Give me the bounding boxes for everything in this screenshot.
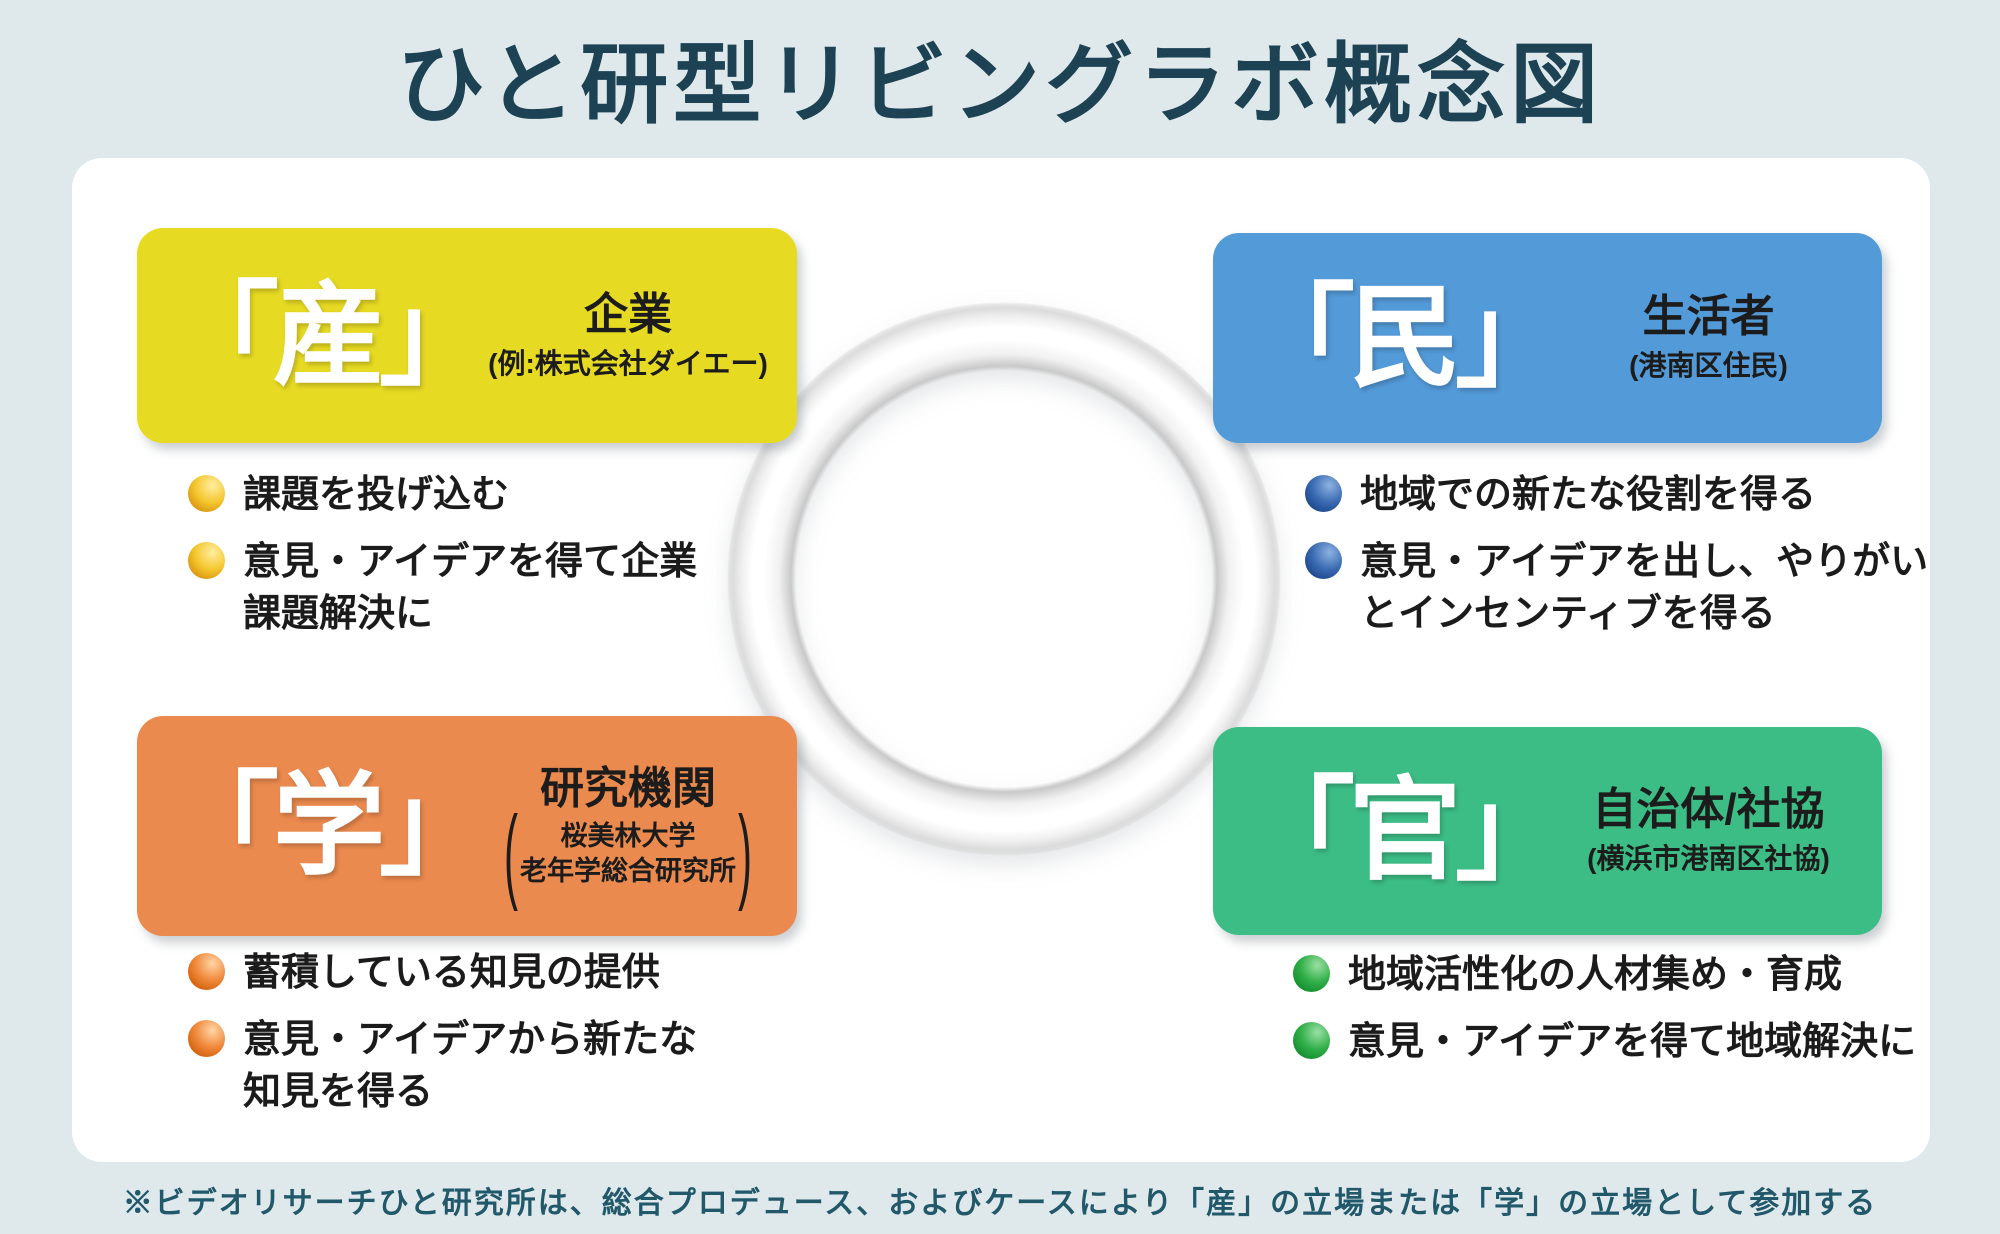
green-sphere-bullet-icon — [1293, 955, 1330, 992]
yellow-sphere-bullet-icon — [188, 542, 225, 580]
quadrant-san-info: 企業 (例:株式会社ダイエー) — [485, 289, 771, 381]
quadrant-kan-example: (横浜市港南区社協) — [1587, 843, 1830, 875]
orange-sphere-bullet-icon — [188, 953, 225, 990]
page-title: ひと研型リビングラボ概念図 — [396, 35, 1604, 134]
quadrant-san-box: 「産」 企業 (例:株式会社ダイエー) — [137, 228, 797, 443]
bullet-text: 意見・アイデアから新たな 知見を得る — [243, 1019, 698, 1113]
green-sphere-bullet-icon — [1293, 1022, 1330, 1060]
quadrant-gaku-role: 研究機関 — [540, 763, 716, 813]
list-item: 地域での新たな役割を得る — [1305, 470, 1970, 521]
quadrant-kan-kanji: 「官」 — [1243, 768, 1567, 893]
quadrant-gaku-kanji: 「学」 — [167, 763, 491, 888]
list-item: 蓄積している知見の提供 — [188, 948, 808, 999]
quadrant-kan-box: 「官」 自治体/社協 (横浜市港南区社協) — [1213, 727, 1882, 935]
list-item: 意見・アイデアを得て地域解決に — [1293, 1017, 1983, 1068]
cycle-ring-icon — [727, 302, 1281, 856]
quadrant-kan-bullet-list: 地域活性化の人材集め・育成 意見・アイデアを得て地域解決に — [1293, 950, 1983, 1069]
quadrant-gaku-box: 「学」 研究機関 ( 桜美林大学 老年学総合研究所 ) — [137, 716, 797, 936]
orange-sphere-bullet-icon — [188, 1020, 225, 1058]
list-item: 地域活性化の人材集め・育成 — [1293, 950, 1983, 1001]
quadrant-gaku-bullet-list: 蓄積している知見の提供 意見・アイデアから新たな 知見を得る — [188, 948, 808, 1118]
quadrant-min-example: (港南区住民) — [1629, 350, 1788, 382]
blue-sphere-bullet-icon — [1305, 542, 1342, 580]
quadrant-gaku-example: ( 桜美林大学 老年学総合研究所 ) — [504, 800, 752, 905]
quadrant-kan-role: 自治体/社協 — [1592, 785, 1825, 834]
yellow-sphere-bullet-icon — [188, 475, 225, 512]
list-item: 課題を投げ込む — [188, 470, 808, 521]
bullet-text: 地域での新たな役割を得る — [1360, 474, 1817, 516]
example-line: 老年学総合研究所 — [520, 856, 736, 887]
quadrant-gaku-info: 研究機関 ( 桜美林大学 老年学総合研究所 ) — [485, 763, 771, 906]
bullet-text: 意見・アイデアを出し、やりがい とインセンティブを得る — [1360, 541, 1929, 635]
quadrant-min-kanji: 「民」 — [1243, 275, 1567, 400]
quadrant-min-bullet-list: 地域での新たな役割を得る 意見・アイデアを出し、やりがい とインセンティブを得る — [1305, 470, 1970, 640]
quadrant-gaku-example-lines: 桜美林大学 老年学総合研究所 — [520, 821, 736, 887]
open-paren: ( — [504, 794, 518, 912]
bullet-text: 蓄積している知見の提供 — [243, 952, 660, 994]
quadrant-san-bullet-list: 課題を投げ込む 意見・アイデアを得て企業 課題解決に — [188, 470, 808, 640]
example-line: 桜美林大学 — [560, 821, 696, 852]
quadrant-min-info: 生活者 (港南区住民) — [1561, 292, 1856, 383]
list-item: 意見・アイデアを出し、やりがい とインセンティブを得る — [1305, 537, 1970, 640]
quadrant-san-kanji: 「産」 — [167, 272, 491, 398]
quadrant-san-role: 企業 — [584, 289, 672, 339]
quadrant-kan-info: 自治体/社協 (横浜市港南区社協) — [1561, 785, 1856, 876]
list-item: 意見・アイデアから新たな 知見を得る — [188, 1015, 808, 1118]
blue-sphere-bullet-icon — [1305, 475, 1342, 512]
close-paren: ) — [738, 794, 752, 912]
bullet-text: 意見・アイデアを得て地域解決に — [1348, 1021, 1917, 1064]
quadrant-min-box: 「民」 生活者 (港南区住民) — [1213, 233, 1882, 443]
bullet-text: 課題を投げ込む — [243, 474, 510, 516]
quadrant-min-role: 生活者 — [1642, 292, 1775, 341]
footnote: ※ビデオリサーチひと研究所は、総合プロデュース、およびケースにより「産」の立場ま… — [122, 1187, 1878, 1220]
bullet-text: 意見・アイデアを得て企業 課題解決に — [243, 541, 698, 635]
quadrant-san-example: (例:株式会社ダイエー) — [488, 347, 768, 379]
list-item: 意見・アイデアを得て企業 課題解決に — [188, 537, 808, 640]
bullet-text: 地域活性化の人材集め・育成 — [1348, 954, 1843, 996]
